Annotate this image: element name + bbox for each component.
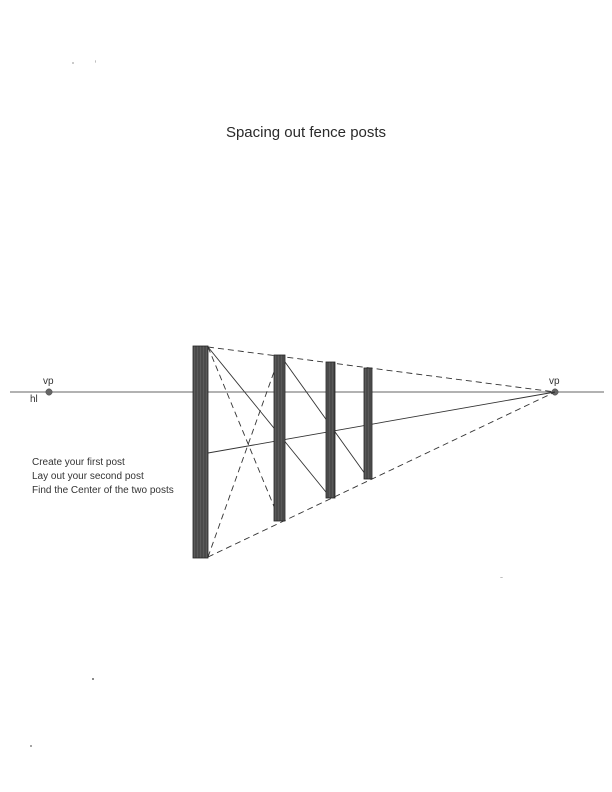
instruction-step: Lay out your second post [32,471,144,482]
instruction-step: Find the Center of the two posts [32,485,174,496]
page-title: Spacing out fence posts [225,124,387,141]
perspective-line-bottom [207,391,556,558]
vp-right-label: vp [549,376,560,387]
instruction-list: Create your first post Lay out your seco… [32,456,174,498]
horizon-label: hl [30,394,38,405]
vp-left-label: vp [43,376,54,387]
diagonal-solid-1 [207,346,331,498]
fence-post-1 [192,345,209,559]
scan-speck [95,60,96,63]
center-line [207,391,556,454]
scan-speck [72,62,74,64]
vanishing-point-left [45,388,53,396]
fence-post-3 [325,361,336,499]
fence-post-4 [363,367,373,480]
diagonal-dashed-1 [207,346,281,522]
scan-speck [500,577,503,578]
perspective-line-top [207,346,556,393]
scan-speck [30,745,32,747]
diagonal-dashed-2 [207,354,281,558]
diagonal-solid-2 [279,354,369,479]
instruction-step: Create your first post [32,457,125,468]
fence-post-2 [273,354,286,522]
scan-speck [92,678,94,680]
